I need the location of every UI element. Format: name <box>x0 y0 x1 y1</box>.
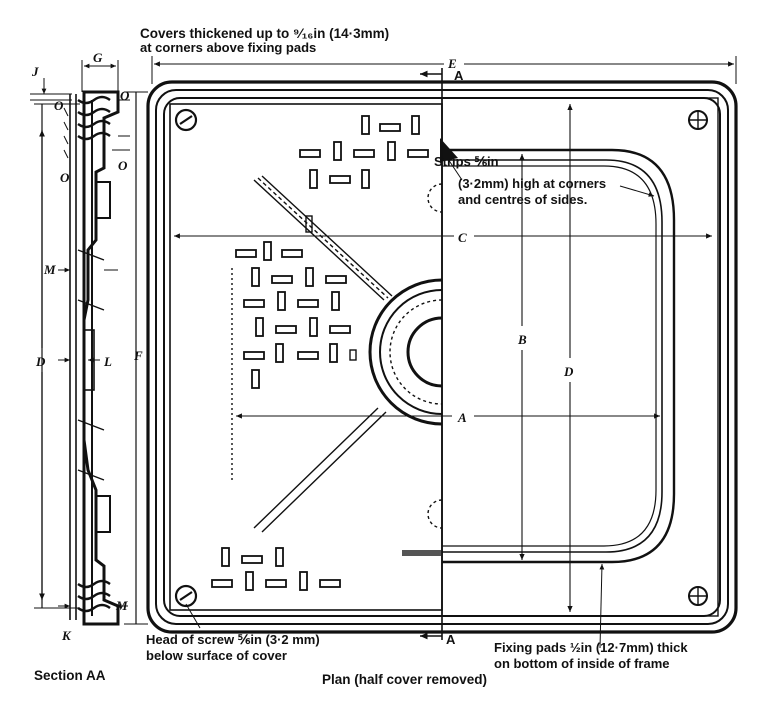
dim-label-d-right: D <box>563 364 574 379</box>
strips-note-line-3: and centres of sides. <box>458 192 587 207</box>
section-aa-view <box>30 60 148 626</box>
screw-head-top-left <box>174 108 198 132</box>
screw-hole-bottom-right <box>688 586 708 606</box>
section-marker-a-bottom: A <box>446 632 456 647</box>
dim-label-d-left: D <box>35 354 46 369</box>
section-marker-a-top: A <box>454 68 464 83</box>
dim-label-o-1: O <box>54 98 64 113</box>
dim-label-b: B <box>517 332 527 347</box>
cover-pattern-middle <box>235 241 351 389</box>
screw-note-line-1: Head of screw ⅚in (3·2 mm) <box>146 632 320 647</box>
cover-pattern-bottom <box>211 547 341 591</box>
cover-pattern-top <box>299 115 429 189</box>
plan-view <box>146 56 738 649</box>
screw-note-line-2: below surface of cover <box>146 648 287 663</box>
dim-label-m-2: M <box>115 598 128 613</box>
pads-note-line-1: Fixing pads ½in (12·7mm) thick <box>494 640 688 655</box>
dim-label-o-3: O <box>118 158 128 173</box>
screw-head-bottom-left <box>174 584 198 608</box>
section-caption: Section AA <box>34 668 106 683</box>
strips-note-line-2: (3·2mm) high at corners <box>458 176 606 191</box>
central-boss <box>349 278 443 426</box>
pads-note-line-2: on bottom of inside of frame <box>494 656 670 671</box>
dim-label-e: E <box>447 56 457 71</box>
plan-caption: Plan (half cover removed) <box>322 672 487 687</box>
dim-label-o-2: O <box>120 88 130 103</box>
dim-label-g: G <box>93 50 103 65</box>
strips-note-line-1: Strips ⅚in <box>434 154 499 169</box>
covers-note-line-1: Covers thickened up to ⁹⁄₁₆in (14·3mm) <box>140 26 389 41</box>
covers-note-line-2: at corners above fixing pads <box>140 40 316 55</box>
dim-label-c: C <box>458 230 467 245</box>
screw-hole-top-right <box>688 110 708 130</box>
dim-label-l: L <box>103 354 112 369</box>
dim-label-a-inner: A <box>457 410 467 425</box>
dim-label-m-1: M <box>43 262 56 277</box>
dim-label-o-4: O <box>60 170 70 185</box>
dim-label-k: K <box>61 628 72 643</box>
dim-label-j: J <box>31 64 39 79</box>
dim-label-f: F <box>133 348 143 363</box>
